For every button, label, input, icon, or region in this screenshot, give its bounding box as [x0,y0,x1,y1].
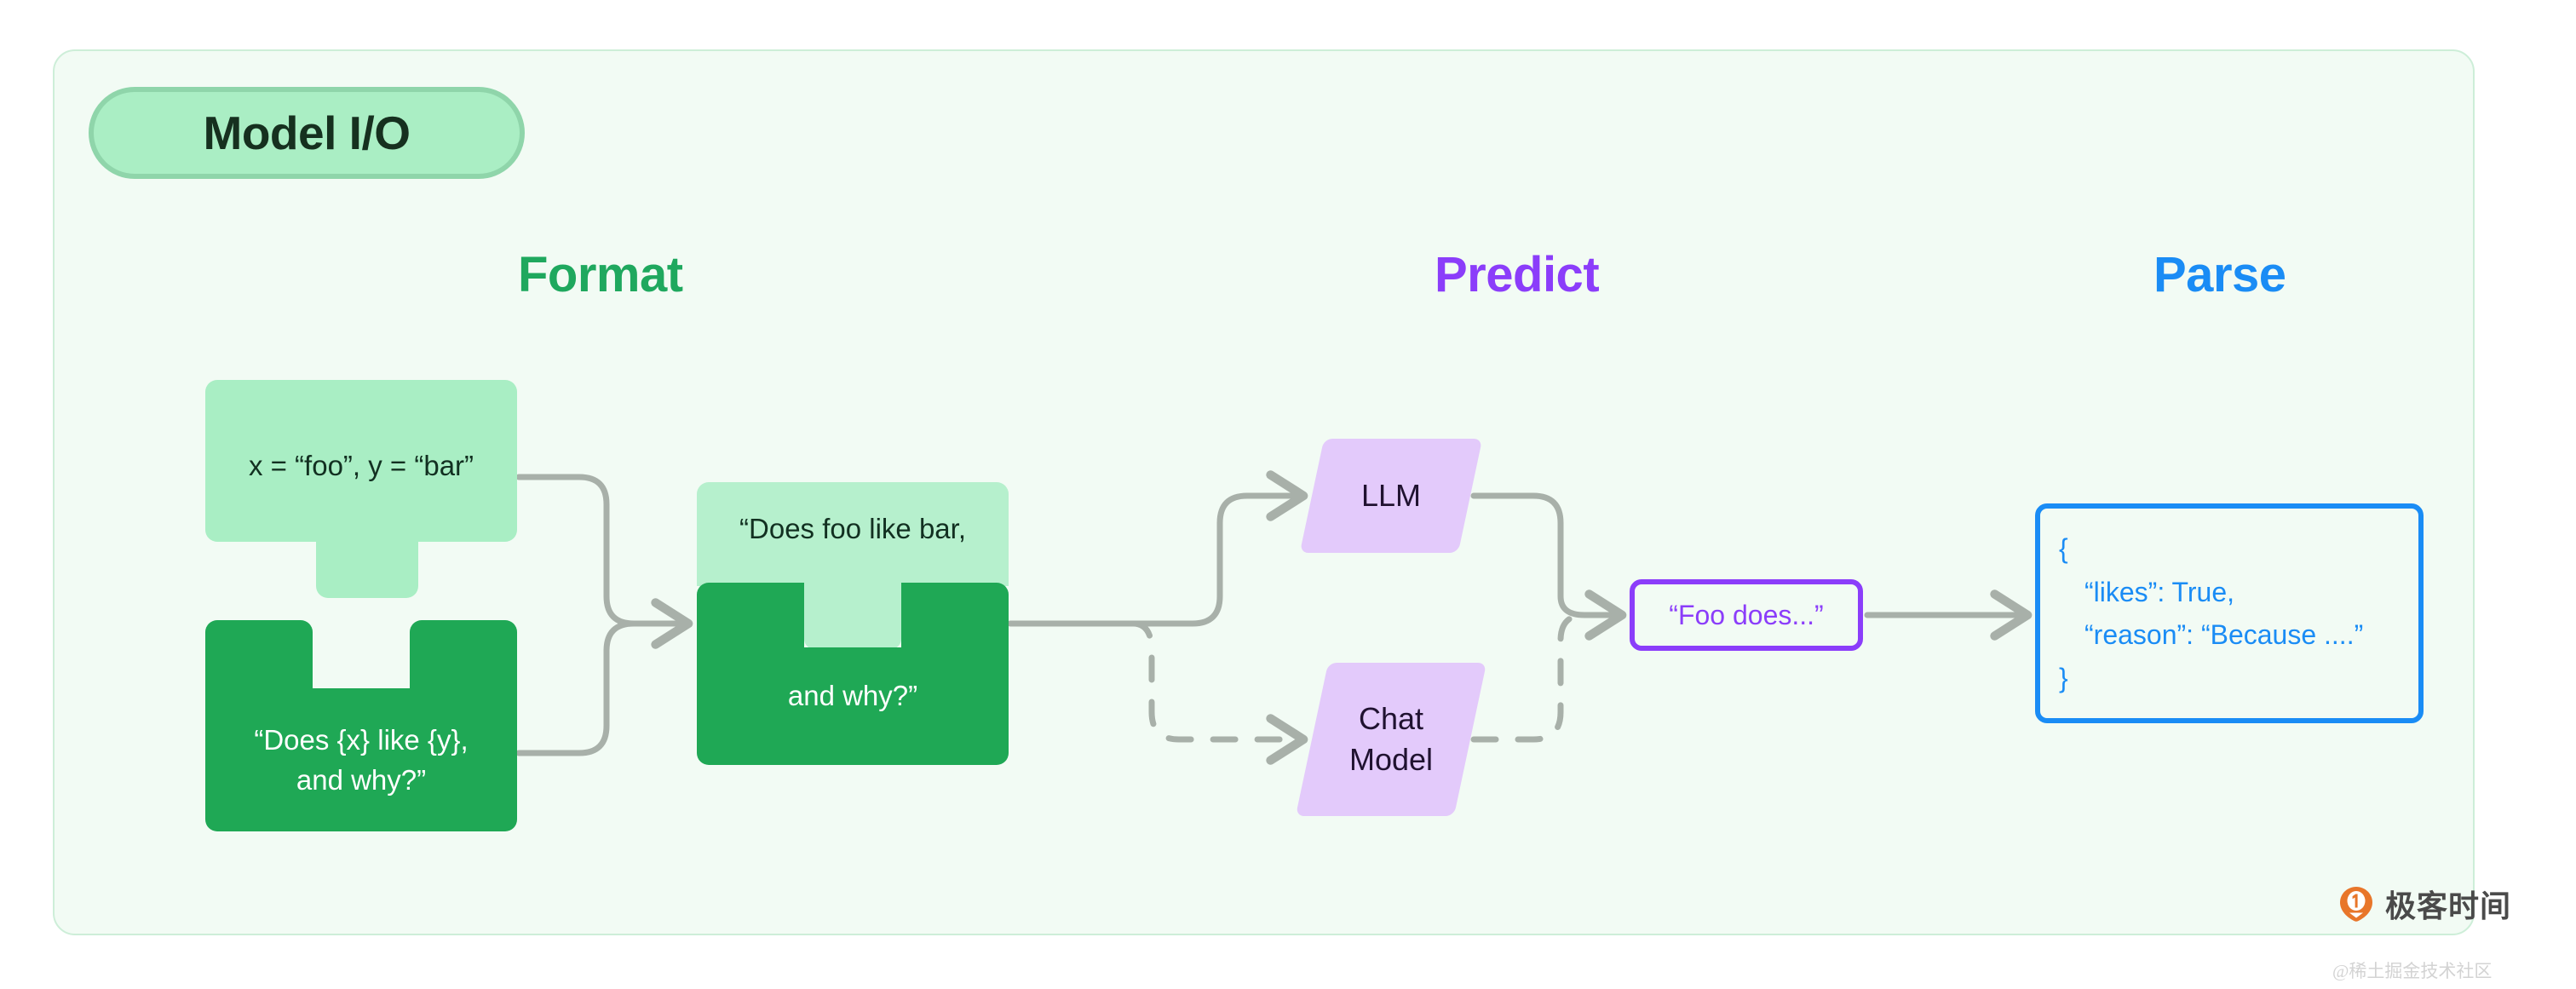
merged-block-right-shoulder [901,583,1009,654]
merged-block-text-bottom: and why?” [787,680,918,711]
model-io-title-badge: Model I/O [89,87,525,179]
values-block-tab [316,530,418,598]
json-line-open-brace: { [2059,533,2068,564]
merged-block-left-shoulder [697,583,804,654]
stage-heading-parse: Parse [2153,247,2286,302]
stage-heading-format: Format [518,247,683,302]
json-line-likes: “likes”: True, [2084,576,2235,607]
chat-model-node-label: Chat Model [1348,700,1434,777]
merged-block-top [697,482,1009,586]
brand-logo: 极客时间 [2337,882,2511,926]
merged-block-base [697,647,1009,765]
json-line-reason: “reason”: “Because ....” [2084,619,2364,651]
template-block-base [205,688,517,831]
geektime-logo-icon [2337,885,2375,923]
watermark-text: @稀土掘金技术社区 [2332,961,2493,981]
template-puzzle-block: “Does {x} like {y}, and why?” [205,620,517,831]
stage-heading-predict: Predict [1435,247,1600,302]
json-line-close-brace: } [2059,662,2068,693]
template-block-text: “Does {x} like {y}, and why?” [254,724,469,796]
template-block-left-shoulder [205,620,313,695]
merged-prompt-puzzle-block: “Does foo like bar, and why?” [697,482,1009,765]
values-block-body [205,380,517,542]
merged-block-tab [804,578,901,649]
brand-logo-text: 极客时间 [2385,888,2512,923]
llm-node-label: LLM [1360,477,1422,513]
template-block-right-shoulder [410,620,517,695]
parsed-json-box: { “likes”: True, “reason”: “Because ....… [2035,503,2424,723]
values-puzzle-block: x = “foo”, y = “bar” [205,380,517,598]
values-block-text: x = “foo”, y = “bar” [248,450,474,481]
model-response-box: “Foo does...” [1630,579,1863,651]
merged-block-text-top: “Does foo like bar, [739,513,966,544]
